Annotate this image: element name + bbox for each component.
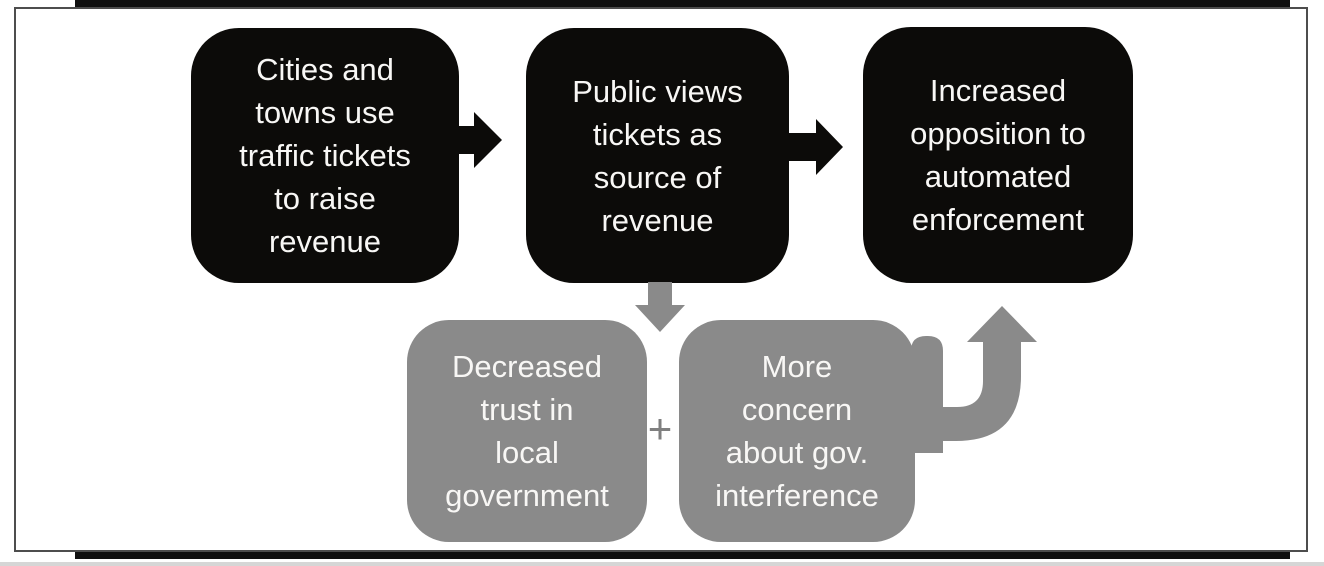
node-public-views-label: Public views tickets as source of revenu… <box>572 73 743 238</box>
node-trust-label: Decreased trust in local government <box>445 349 609 513</box>
node-interference-label: More concern about gov. interference <box>715 349 879 513</box>
bottom-edge-strip <box>0 562 1324 566</box>
node-public-views-tickets: Public views tickets as source of revenu… <box>526 28 789 283</box>
node-increased-opposition: Increased opposition to automated enforc… <box>863 27 1133 283</box>
node-cities-towns-revenue: Cities and towns use traffic tickets to … <box>191 28 459 283</box>
bottom-rule <box>75 552 1290 559</box>
node-gov-interference: More concern about gov. interference <box>679 320 915 542</box>
node-decreased-trust: Decreased trust in local government <box>407 320 647 542</box>
node-opposition-label: Increased opposition to automated enforc… <box>910 73 1086 237</box>
plus-operator: + <box>647 405 673 452</box>
node-cities-label: Cities and towns use traffic tickets to … <box>239 52 411 259</box>
top-rule <box>75 0 1290 7</box>
figure-border <box>14 7 1308 552</box>
